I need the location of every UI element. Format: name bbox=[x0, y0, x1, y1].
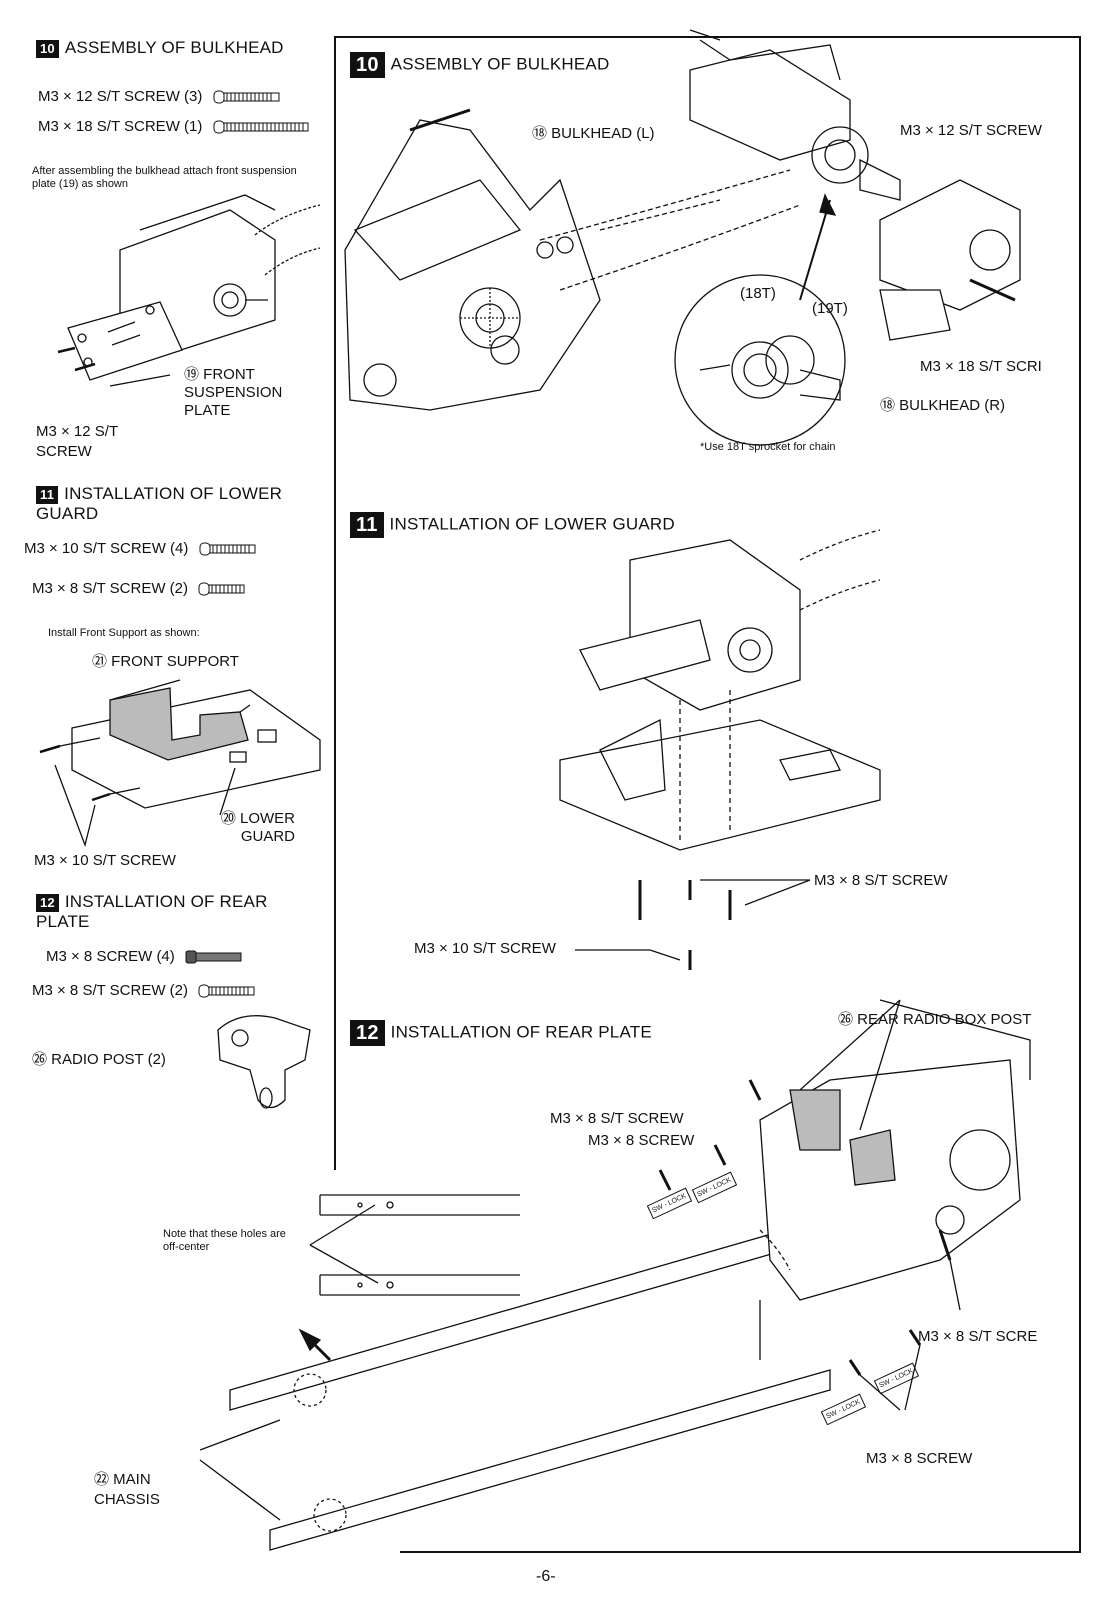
screw-icon bbox=[199, 542, 256, 556]
sw-lock-tag: SW - LOCK bbox=[646, 1187, 692, 1220]
screw-icon bbox=[198, 984, 255, 998]
screw-spec: M3 × 18 S/T SCREW (1) bbox=[38, 118, 311, 135]
left-s10-header: 10 ASSEMBLY OF BULKHEAD bbox=[36, 38, 284, 58]
screw-spec-label: M3 × 18 S/T SCREW (1) bbox=[38, 118, 203, 135]
st-screw-label: M3 × 8 S/T SCREW bbox=[550, 1110, 684, 1127]
section-title: ASSEMBLY OF BULKHEAD bbox=[64, 38, 284, 57]
st-screw-right-label: M3 × 8 S/T SCRE bbox=[918, 1328, 1038, 1345]
sprocket-19t-label: (19T) bbox=[812, 300, 848, 317]
screw-icon bbox=[213, 120, 309, 134]
install-note: Install Front Support as shown: bbox=[48, 627, 200, 639]
main-chassis-label: ㉒ MAIN CHASSIS bbox=[94, 1471, 160, 1508]
screw-spec: M3 × 10 S/T SCREW (4) bbox=[24, 540, 257, 557]
section-title: ASSEMBLY OF BULKHEAD bbox=[390, 54, 610, 74]
screw-12-label: M3 × 12 S/T SCREW bbox=[900, 122, 1042, 139]
step-number: 12 bbox=[36, 893, 59, 912]
screw-spec-label: M3 × 8 S/T SCREW (2) bbox=[32, 982, 189, 999]
front-support-label: ㉑ FRONT SUPPORT bbox=[92, 653, 239, 670]
assembly-note: After assembling the bulkhead attach fro… bbox=[32, 165, 297, 190]
section-title: INSTALLATION OF REAR PLATE bbox=[36, 892, 268, 931]
screw-icon bbox=[185, 950, 242, 964]
sw-lock-tag: SW - LOCK bbox=[691, 1171, 737, 1204]
lower-guard-label: ⑳ LOWER GUARD bbox=[220, 810, 295, 845]
screw-spec: M3 × 8 S/T SCREW (2) bbox=[32, 982, 256, 999]
bulkhead-l-label: ⑱ BULKHEAD (L) bbox=[532, 125, 655, 142]
screw-spec-label: M3 × 10 S/T SCREW (4) bbox=[24, 540, 189, 557]
screw-spec-label: M3 × 8 S/T SCREW (2) bbox=[32, 580, 189, 597]
screw-callout: M3 × 10 S/T SCREW bbox=[34, 852, 176, 869]
screw-spec-label: M3 × 12 S/T SCREW (3) bbox=[38, 88, 203, 105]
screw-spec-label: M3 × 8 SCREW (4) bbox=[46, 948, 175, 965]
sprocket-18t-label: (18T) bbox=[740, 285, 776, 302]
bulkhead-r-label: ⑱ BULKHEAD (R) bbox=[880, 397, 1006, 414]
sprocket-note: *Use 18T sprocket for chain bbox=[700, 441, 836, 453]
screw-8-label: M3 × 8 S/T SCREW bbox=[814, 872, 948, 889]
section-title: INSTALLATION OF REAR PLATE bbox=[390, 1022, 652, 1042]
screw-right-label: M3 × 8 SCREW bbox=[866, 1450, 973, 1467]
front-suspension-plate-label: ⑲ FRONT SUSPENSION PLATE bbox=[184, 366, 283, 419]
step-number: 11 bbox=[350, 512, 384, 538]
step-number: 10 bbox=[350, 52, 385, 78]
sw-lock-tag: SW - LOCK bbox=[820, 1393, 866, 1426]
radio-post-label: ㉖ RADIO POST (2) bbox=[32, 1051, 166, 1068]
screw-spec: M3 × 12 S/T SCREW (3) bbox=[38, 88, 281, 105]
screw-icon bbox=[213, 90, 280, 104]
screw-label: M3 × 8 SCREW bbox=[588, 1132, 695, 1149]
sw-lock-tag: SW - LOCK bbox=[873, 1362, 919, 1395]
screw-callout: M3 × 12 S/T SCREW bbox=[36, 423, 118, 460]
page-number: -6- bbox=[536, 1568, 556, 1585]
step-number: 11 bbox=[36, 485, 59, 504]
screw-18-label: M3 × 18 S/T SCRI bbox=[920, 358, 1042, 375]
section-title: INSTALLATION OF LOWER GUARD bbox=[36, 484, 283, 523]
step-number: 12 bbox=[350, 1020, 385, 1046]
screw-icon bbox=[198, 582, 245, 596]
step-number: 10 bbox=[36, 39, 59, 58]
screw-spec: M3 × 8 SCREW (4) bbox=[46, 948, 243, 965]
screw-spec: M3 × 8 S/T SCREW (2) bbox=[32, 580, 246, 597]
section-title: INSTALLATION OF LOWER GUARD bbox=[389, 514, 675, 534]
rear-radio-box-post-label: ㉖ REAR RADIO BOX POST bbox=[838, 1011, 1032, 1028]
screw-10-label: M3 × 10 S/T SCREW bbox=[414, 940, 556, 957]
holes-note: Note that these holes are off-center bbox=[163, 1228, 286, 1253]
